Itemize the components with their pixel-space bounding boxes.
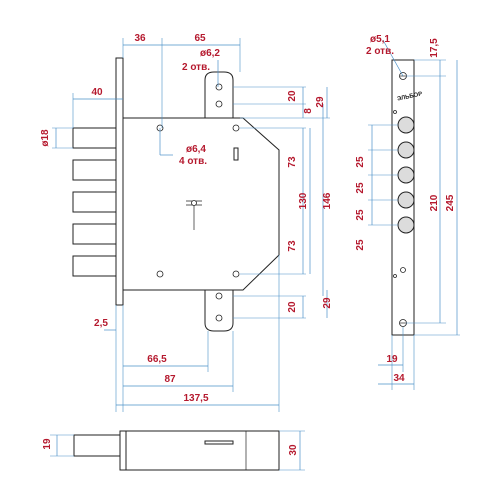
dim-pitch-2: 25 (355, 182, 366, 194)
bottom-view (73, 430, 280, 471)
faceplate-bolt-2 (397, 141, 415, 159)
faceplate-dimensions (368, 39, 460, 390)
top-tab-hole-1 (215, 83, 223, 91)
dim-34: 34 (393, 373, 405, 384)
dim-17-5: 17,5 (429, 38, 440, 58)
bottom-body (125, 430, 280, 471)
dim-29-bottom: 29 (322, 297, 333, 309)
dim-73-bottom: 73 (287, 240, 298, 252)
dim-body-hole-count: 4 отв. (179, 156, 207, 167)
dim-66-5: 66,5 (147, 354, 167, 365)
dim-faceplate-hole-count: 2 отв. (366, 46, 394, 57)
faceplate-bolt-3 (397, 166, 415, 184)
dim-19: 19 (386, 354, 398, 365)
bolt-4 (72, 223, 117, 245)
dim-65: 65 (194, 33, 206, 44)
dim-pitch-1: 25 (355, 156, 366, 168)
dim-130: 130 (298, 192, 309, 209)
faceplate-bolt-5 (397, 216, 415, 234)
body-hole-3 (156, 270, 164, 278)
bottom-tab-hole-1 (215, 292, 223, 300)
bottom-slot (204, 440, 234, 445)
bolt-2 (72, 159, 117, 181)
faceplate-screw (400, 267, 406, 273)
faceplate-bolt-4 (397, 191, 415, 209)
screw-top (393, 110, 397, 114)
dim-faceplate-hole-dia: ø5,1 (370, 34, 390, 45)
bolt-3 (72, 191, 117, 213)
dim-bottom-19: 19 (42, 438, 53, 450)
faceplate-side (115, 57, 124, 306)
main-dimensions (52, 38, 330, 412)
dim-210: 210 (429, 194, 440, 211)
top-tab-hole-2 (215, 100, 223, 108)
main-labels: 36 65 ø6,2 2 отв. 40 ø18 ø6,4 4 отв. 20 … (40, 33, 333, 404)
brand-logo: ЭЛЬБОР (397, 91, 423, 102)
bottom-tab (204, 289, 234, 332)
dim-bolt-dia: ø18 (40, 129, 51, 147)
bottom-bolt (73, 434, 121, 457)
top-tab (204, 71, 234, 119)
dim-137-5: 137,5 (183, 393, 208, 404)
dim-73-top: 73 (287, 156, 298, 168)
slot (233, 147, 239, 161)
dim-bottom-30: 30 (288, 444, 299, 456)
faceplate-bolt-1 (397, 116, 415, 134)
dim-40: 40 (91, 87, 103, 98)
bolt-1 (72, 127, 117, 149)
faceplate-view: ЭЛЬБОР (391, 59, 423, 336)
key-pivot (191, 200, 197, 206)
dim-20-top: 20 (287, 90, 298, 102)
dim-87: 87 (164, 374, 176, 385)
dim-20-bottom: 20 (287, 301, 298, 313)
dim-body-hole-dia: ø6,4 (186, 144, 206, 155)
dim-8: 8 (303, 108, 314, 114)
dim-146: 146 (322, 192, 333, 209)
dim-36: 36 (134, 33, 146, 44)
bottom-dimensions: 19 30 (42, 430, 305, 471)
bolt-5 (72, 255, 117, 277)
dim-245: 245 (445, 194, 456, 211)
dim-top-hole-dia: ø6,2 (200, 48, 220, 59)
dim-2-5: 2,5 (94, 318, 108, 329)
dim-top-hole-count: 2 отв. (182, 62, 210, 73)
bottom-faceplate (119, 430, 127, 471)
main-view (72, 57, 280, 332)
dim-pitch-4: 25 (355, 239, 366, 251)
bottom-tab-hole-2 (215, 314, 223, 322)
screw-bottom (393, 274, 397, 278)
body-hole-2 (232, 124, 240, 132)
faceplate-labels: ø5,1 2 отв. 17,5 25 25 25 25 210 245 19 … (355, 34, 456, 384)
dim-pitch-3: 25 (355, 209, 366, 221)
body-hole-4 (232, 270, 240, 278)
dim-29-top: 29 (315, 96, 326, 108)
